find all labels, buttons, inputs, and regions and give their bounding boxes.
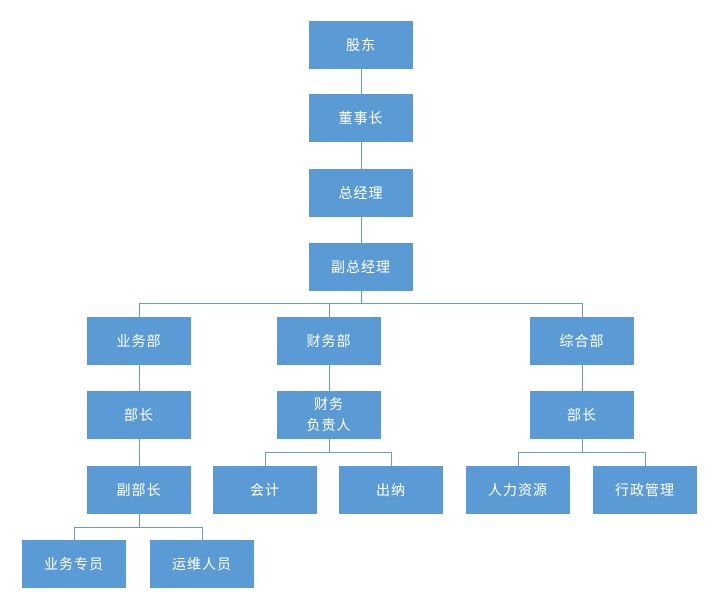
connector [139, 514, 140, 527]
connector [202, 527, 203, 540]
connector [645, 452, 646, 466]
connector [139, 303, 583, 304]
connector [361, 142, 362, 169]
finance-head-line1: 财务 [314, 396, 344, 412]
node-business-minister: 部长 [87, 391, 191, 439]
connector [582, 365, 583, 391]
node-administration: 行政管理 [593, 466, 697, 514]
connector [329, 439, 330, 452]
connector [361, 217, 362, 243]
node-human-resources: 人力资源 [466, 466, 570, 514]
connector [265, 452, 266, 466]
connector [139, 303, 140, 317]
connector [582, 439, 583, 452]
connector [265, 452, 392, 453]
node-operations-staff: 运维人员 [150, 540, 254, 588]
finance-head-line2: 负责人 [306, 417, 352, 433]
node-cashier: 出纳 [339, 466, 443, 514]
connector [139, 365, 140, 391]
node-finance-head: 财务 负责人 [277, 391, 381, 439]
connector [361, 69, 362, 94]
node-deputy-general-manager: 副总经理 [309, 243, 413, 291]
node-general-minister: 部长 [530, 391, 634, 439]
node-general-manager: 总经理 [309, 169, 413, 217]
connector [74, 527, 203, 528]
node-finance-dept: 财务部 [277, 317, 381, 365]
connector [329, 303, 330, 317]
node-deputy-minister: 副部长 [87, 466, 191, 514]
node-general-affairs-dept: 综合部 [530, 317, 634, 365]
connector [582, 303, 583, 317]
connector [74, 527, 75, 540]
connector [518, 452, 519, 466]
node-chairman: 董事长 [309, 94, 413, 142]
node-shareholders: 股东 [309, 21, 413, 69]
node-business-dept: 业务部 [87, 317, 191, 365]
connector [361, 291, 362, 303]
connector [391, 452, 392, 466]
connector [139, 439, 140, 466]
node-business-specialist: 业务专员 [22, 540, 126, 588]
connector [518, 452, 646, 453]
node-accountant: 会计 [213, 466, 317, 514]
connector [329, 365, 330, 391]
